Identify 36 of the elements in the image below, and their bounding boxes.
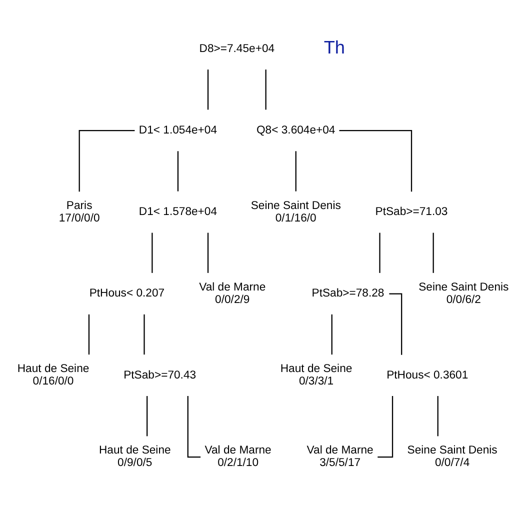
node-text: PtSab>=70.43 — [124, 368, 196, 381]
node-text: PtSab>=71.03 — [375, 206, 448, 218]
node-text: Q8< 3.604e+04 — [256, 124, 336, 136]
node-text: PtHous< 0.3601 — [386, 368, 468, 381]
connector — [378, 396, 394, 458]
node-text: Seine Saint Denis 0/0/6/2 — [418, 280, 509, 306]
node-text: D1< 1.578e+04 — [138, 206, 218, 218]
node-text: Paris 17/0/0/0 — [58, 199, 100, 224]
connector — [265, 69, 266, 110]
node-text: PtSab>=78.28 — [312, 287, 384, 300]
connector — [379, 232, 380, 272]
node-text: Val de Marne 0/2/1/10 — [204, 444, 272, 469]
connector — [177, 150, 179, 191]
connector — [146, 396, 148, 436]
connector — [207, 69, 209, 110]
node-text: D1< 1.054e+04 — [138, 124, 218, 136]
connector — [432, 232, 434, 272]
connector — [88, 314, 90, 354]
connector — [295, 150, 296, 191]
node-text: Haut de Seine 0/9/0/5 — [99, 444, 171, 469]
node-text: Val de Marne 0/0/2/9 — [199, 280, 266, 306]
node-text: PtHous< 0.207 — [89, 287, 165, 300]
node-text: Seine Saint Denis 0/1/16/0 — [250, 199, 341, 224]
connector — [152, 232, 153, 272]
connector — [437, 396, 438, 436]
connector — [78, 130, 135, 192]
node-text: Seine Saint Denis 0/0/7/4 — [407, 444, 498, 469]
label: Th — [324, 36, 345, 57]
connector — [207, 232, 209, 272]
node-text: D8>=7.45e+04 — [199, 42, 275, 54]
node-text: Haut de Seine 0/16/0/0 — [17, 362, 90, 388]
connector — [331, 314, 332, 354]
connector — [144, 314, 145, 354]
node-text: Val de Marne 3/5/5/17 — [306, 444, 374, 469]
node-text: Haut de Seine 0/3/3/1 — [280, 362, 352, 388]
connector — [339, 130, 412, 192]
